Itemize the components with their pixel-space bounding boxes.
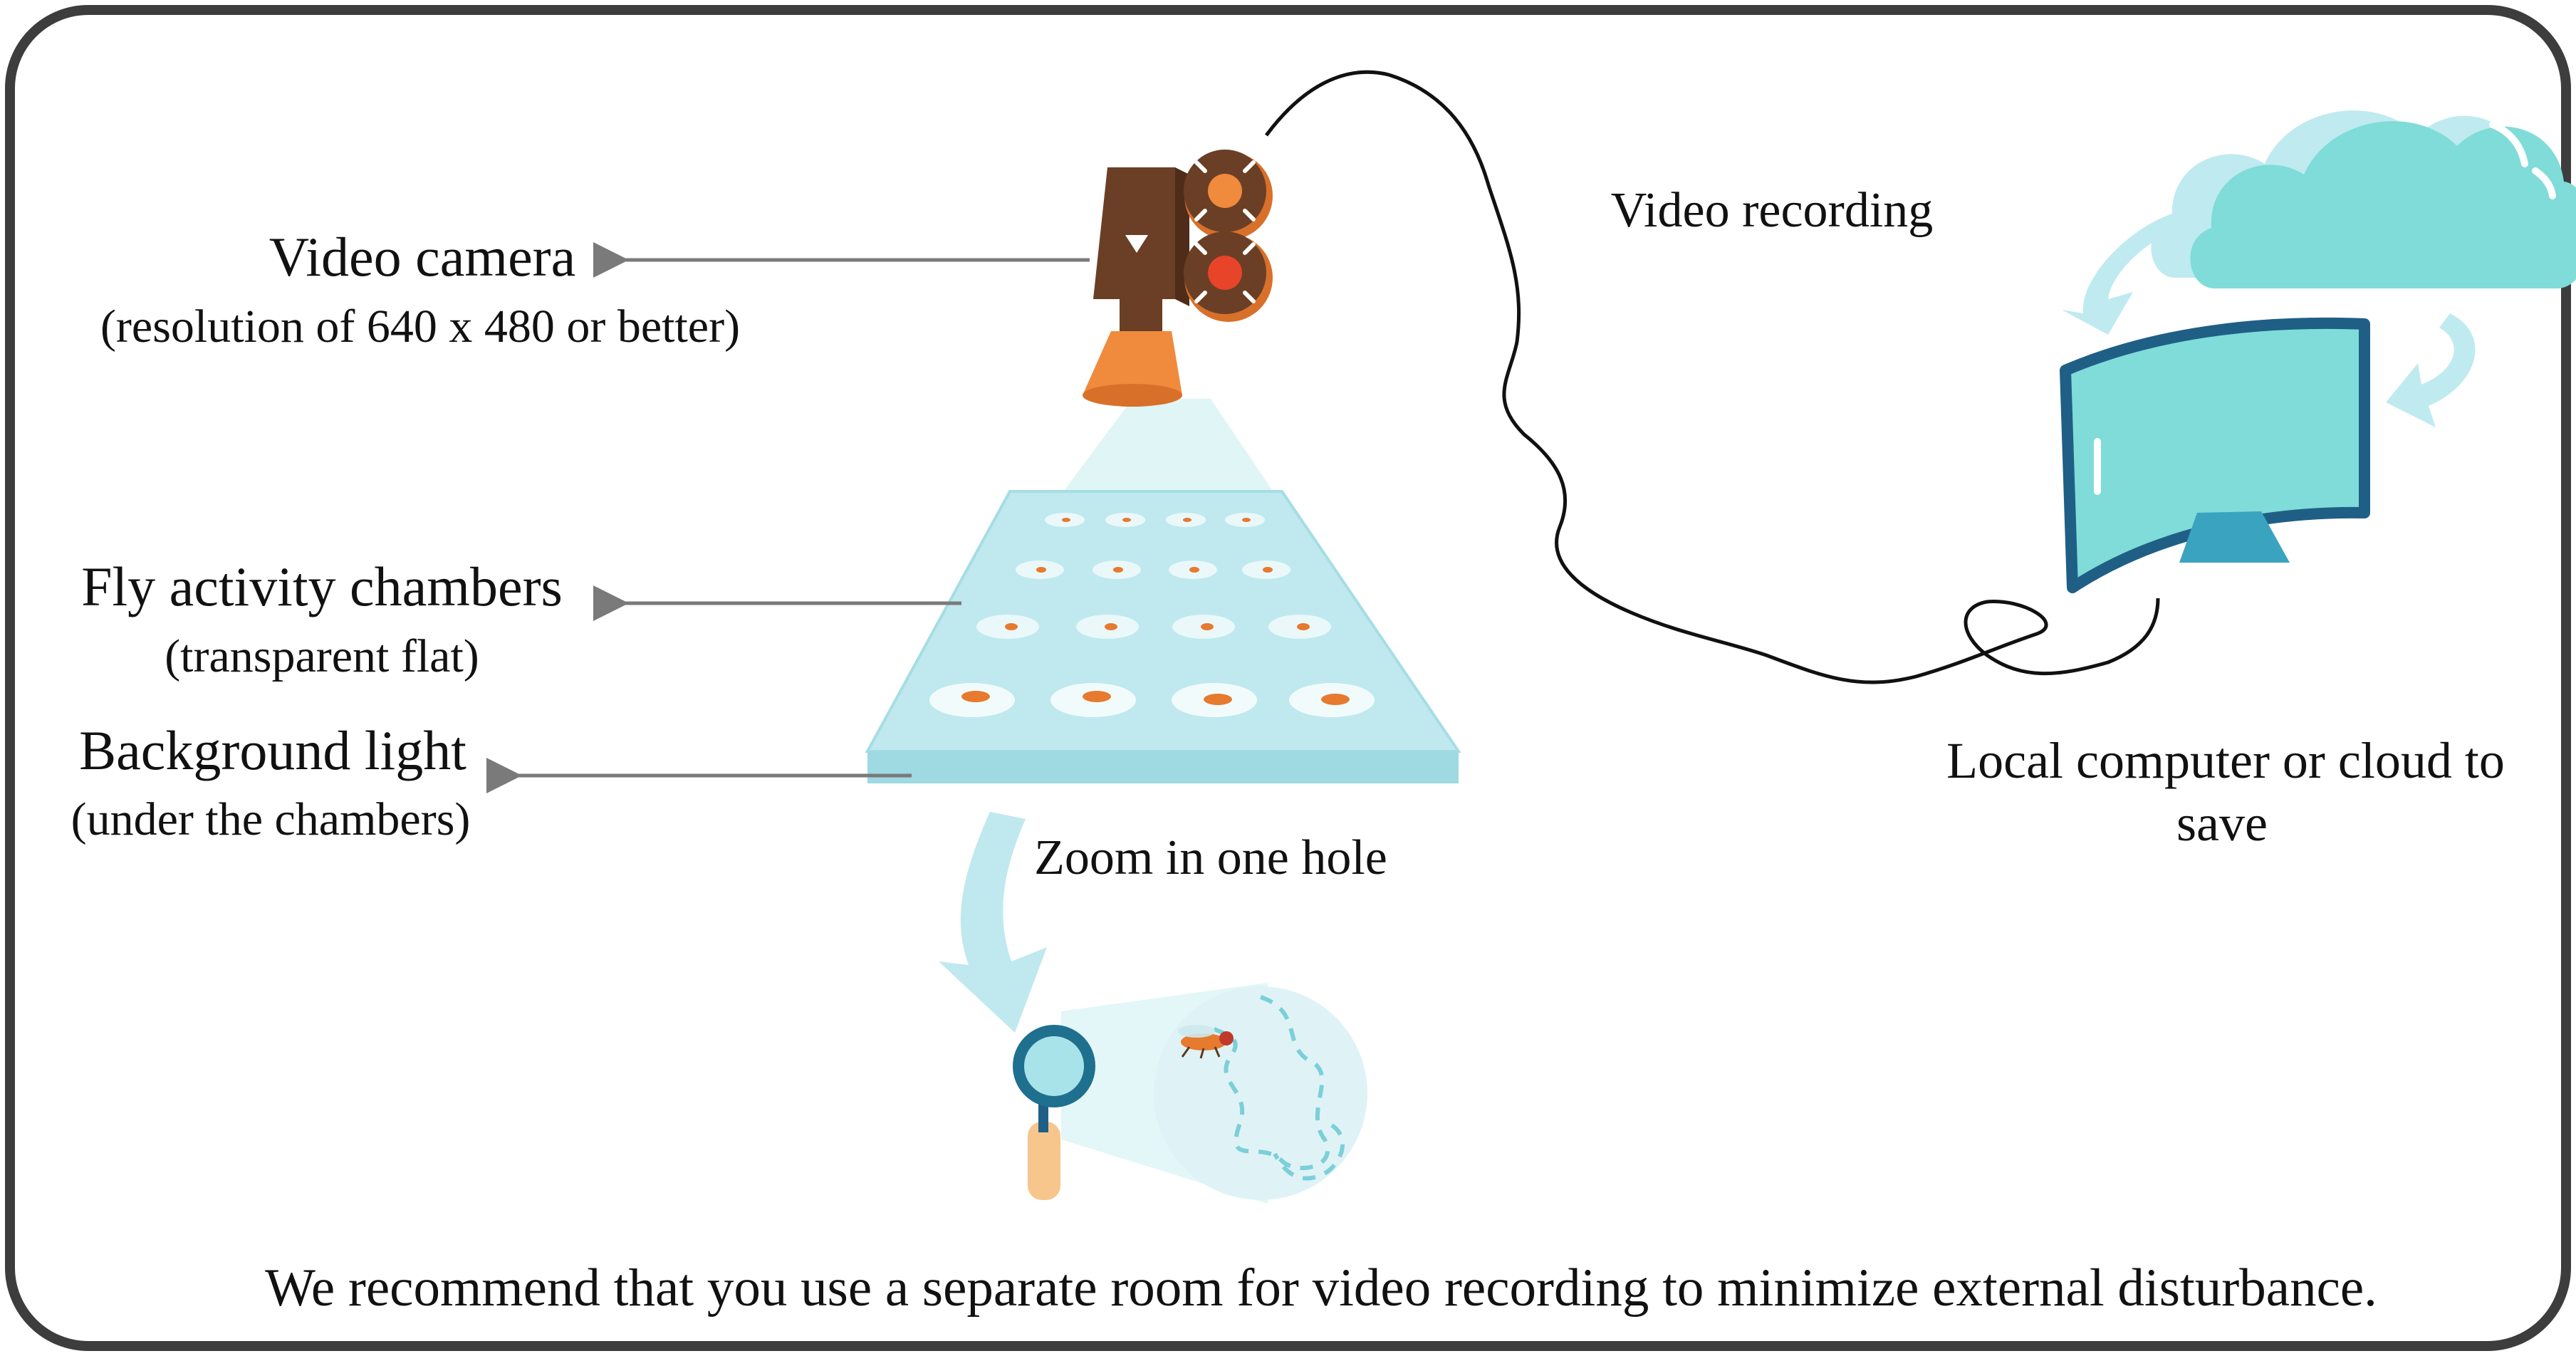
zoom-arrow: [939, 812, 1047, 1033]
video-camera-icon: [1083, 150, 1273, 407]
recommendation-text: We recommend that you use a separate roo…: [265, 1258, 2377, 1318]
zoomed-hole: [1061, 983, 1367, 1204]
light-title: Background light: [79, 719, 466, 781]
computer-label-line1: Local computer or cloud to: [1946, 732, 2505, 789]
outer-frame: [5, 5, 2571, 1351]
camera-subtitle: (resolution of 640 x 480 or better): [100, 301, 740, 353]
zoom-label: Zoom in one hole: [1034, 830, 1387, 885]
recording-label: Video recording: [1611, 183, 1934, 238]
chambers-subtitle: (transparent flat): [165, 630, 479, 682]
fly-trajectory: [1209, 995, 1330, 1170]
camera-title: Video camera: [269, 226, 576, 288]
recording-cable: [1264, 70, 2160, 684]
light-subtitle: (under the chambers): [71, 793, 471, 845]
cloud-icon: [2151, 110, 2576, 288]
magnifier-icon: [1013, 1025, 1095, 1200]
activity-chambers-plate: [865, 490, 1461, 783]
chamber-flies: [961, 518, 1350, 705]
monitor-icon: [2060, 317, 2370, 593]
sync-arrows-icon: [2062, 214, 2476, 427]
computer-label-line2: save: [2176, 795, 2268, 852]
fruit-fly-icon: [1178, 1025, 1234, 1059]
chambers-title: Fly activity chambers: [81, 556, 563, 617]
